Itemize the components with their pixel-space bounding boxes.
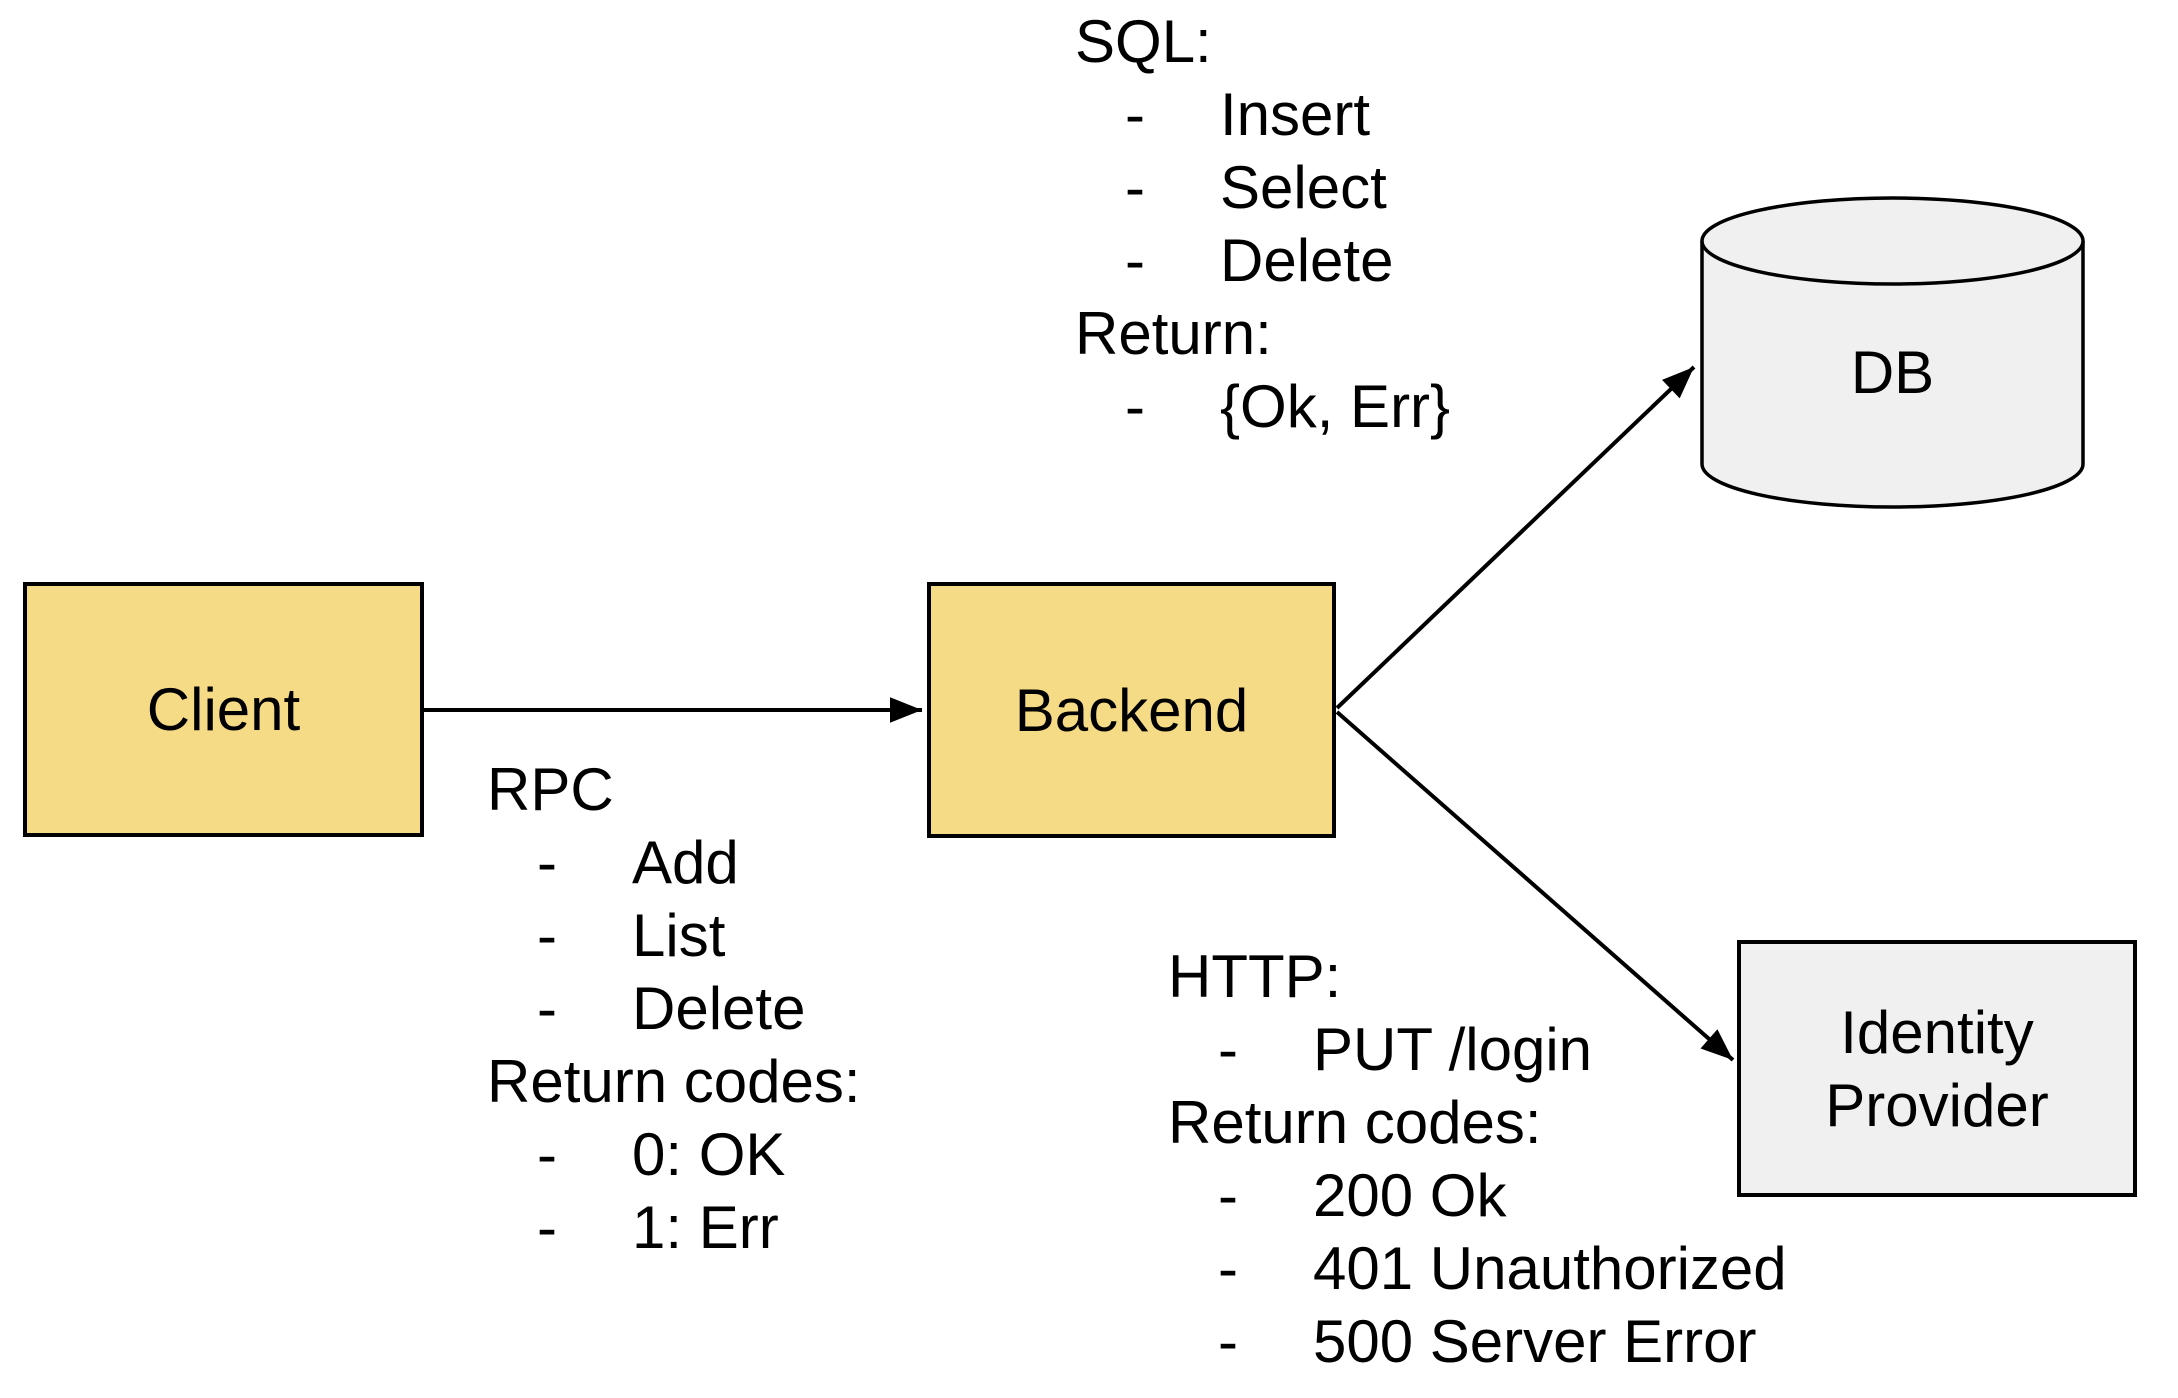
rpc-annotation: RPC - Add - List - Delete Return codes: … <box>487 753 861 1264</box>
http-title: HTTP: <box>1168 943 1342 1010</box>
bullet-dash: - <box>537 975 557 1042</box>
sql-return-item-label: {Ok, Err} <box>1220 373 1451 440</box>
sql-annotation: SQL: - Insert - Select - Delete Return: … <box>1075 5 1450 443</box>
http-return-item: - 200 Ok <box>1168 1159 1787 1232</box>
rpc-item-label: Delete <box>632 975 806 1042</box>
node-db[interactable]: DB <box>1700 195 2085 510</box>
rpc-item: - List <box>487 899 861 972</box>
http-item: - PUT /login <box>1168 1013 1787 1086</box>
bullet-dash: - <box>537 902 557 969</box>
bullet-dash: - <box>537 829 557 896</box>
bullet-dash: - <box>1125 373 1145 440</box>
identity-provider-label: Identity Provider <box>1825 998 2049 1139</box>
node-client[interactable]: Client <box>23 582 424 837</box>
rpc-item: - Add <box>487 826 861 899</box>
node-identity-provider[interactable]: Identity Provider <box>1737 940 2137 1197</box>
backend-label: Backend <box>1014 676 1249 744</box>
rpc-item: - Delete <box>487 972 861 1045</box>
node-backend[interactable]: Backend <box>927 582 1336 838</box>
sql-item-label: Select <box>1220 154 1387 221</box>
bullet-dash: - <box>1125 227 1145 294</box>
rpc-title: RPC <box>487 756 614 823</box>
http-return-item-label: 401 Unauthorized <box>1313 1235 1787 1302</box>
rpc-return-item-label: 1: Err <box>632 1194 779 1261</box>
arrow-backend-to-identity-provider <box>1335 710 1735 1062</box>
sql-title: SQL: <box>1075 8 1212 75</box>
bullet-dash: - <box>537 1121 557 1188</box>
sql-item: - Insert <box>1075 78 1450 151</box>
http-return-item: - 500 Server Error <box>1168 1305 1787 1378</box>
sql-item-label: Insert <box>1220 81 1371 148</box>
http-return-item-label: 500 Server Error <box>1313 1308 1757 1375</box>
http-item-label: PUT /login <box>1313 1016 1593 1083</box>
arrow-backend-to-db <box>1335 365 1696 710</box>
sql-item: - Select <box>1075 151 1450 224</box>
rpc-item-label: Add <box>632 829 739 896</box>
http-return-item: - 401 Unauthorized <box>1168 1232 1787 1305</box>
sql-item-label: Delete <box>1220 227 1394 294</box>
http-annotation: HTTP: - PUT /login Return codes: - 200 O… <box>1168 940 1787 1378</box>
rpc-item-label: List <box>632 902 726 969</box>
http-return-item-label: 200 Ok <box>1313 1162 1507 1229</box>
rpc-return-item: - 0: OK <box>487 1118 861 1191</box>
client-label: Client <box>146 676 301 743</box>
sql-item: - Delete <box>1075 224 1450 297</box>
bullet-dash: - <box>1218 1016 1238 1083</box>
rpc-return-title: Return codes: <box>487 1048 861 1115</box>
bullet-dash: - <box>1218 1308 1238 1375</box>
db-label: DB <box>1850 339 1935 406</box>
db-cylinder-icon <box>1700 196 2085 509</box>
rpc-return-item-label: 0: OK <box>632 1121 786 1188</box>
bullet-dash: - <box>1218 1162 1238 1229</box>
bullet-dash: - <box>1218 1235 1238 1302</box>
sql-return-item: - {Ok, Err} <box>1075 370 1450 443</box>
http-return-title: Return codes: <box>1168 1089 1542 1156</box>
bullet-dash: - <box>537 1194 557 1261</box>
rpc-return-item: - 1: Err <box>487 1191 861 1264</box>
sql-return-title: Return: <box>1075 300 1272 367</box>
bullet-dash: - <box>1125 154 1145 221</box>
bullet-dash: - <box>1125 81 1145 148</box>
